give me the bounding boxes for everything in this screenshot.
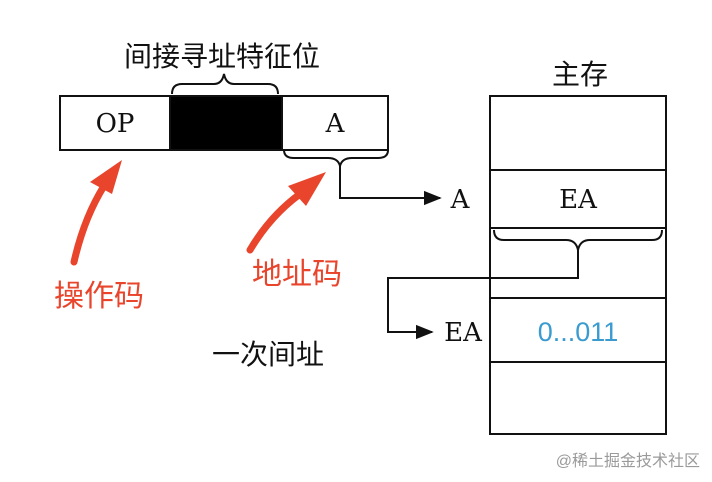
memory-cell bbox=[489, 169, 667, 229]
memory-title: 主存 bbox=[552, 58, 608, 91]
memory-cell-value: EA bbox=[559, 185, 598, 215]
address-pointer-line bbox=[339, 166, 442, 206]
memory-cell-value: 0...011 bbox=[538, 317, 619, 347]
opcode-annotation: 操作码 bbox=[54, 280, 144, 313]
opcode-field-label: OP bbox=[96, 109, 135, 139]
instruction-format: OP A bbox=[59, 95, 389, 151]
address-brace bbox=[283, 149, 389, 167]
memory-cell bbox=[489, 361, 667, 435]
diagram-caption: 一次间址 bbox=[212, 338, 324, 371]
feature-brace bbox=[171, 73, 279, 95]
pointer-label-ea: EA bbox=[444, 318, 483, 348]
address-field bbox=[281, 95, 389, 151]
address-annotation: 地址码 bbox=[252, 258, 342, 291]
indirect-bit-field bbox=[169, 95, 283, 151]
address-arrow bbox=[246, 172, 326, 254]
watermark: @稀土掘金技术社区 bbox=[556, 452, 700, 470]
feature-bit-label: 间接寻址特征位 bbox=[124, 40, 320, 73]
opcode-arrow bbox=[70, 160, 122, 266]
memory-cell bbox=[489, 95, 667, 171]
memory-cell bbox=[489, 297, 667, 363]
address-field-label: A bbox=[325, 109, 346, 139]
ea-pointer-line bbox=[387, 250, 579, 340]
pointer-label-a: A bbox=[450, 185, 471, 215]
opcode-field bbox=[59, 95, 171, 151]
